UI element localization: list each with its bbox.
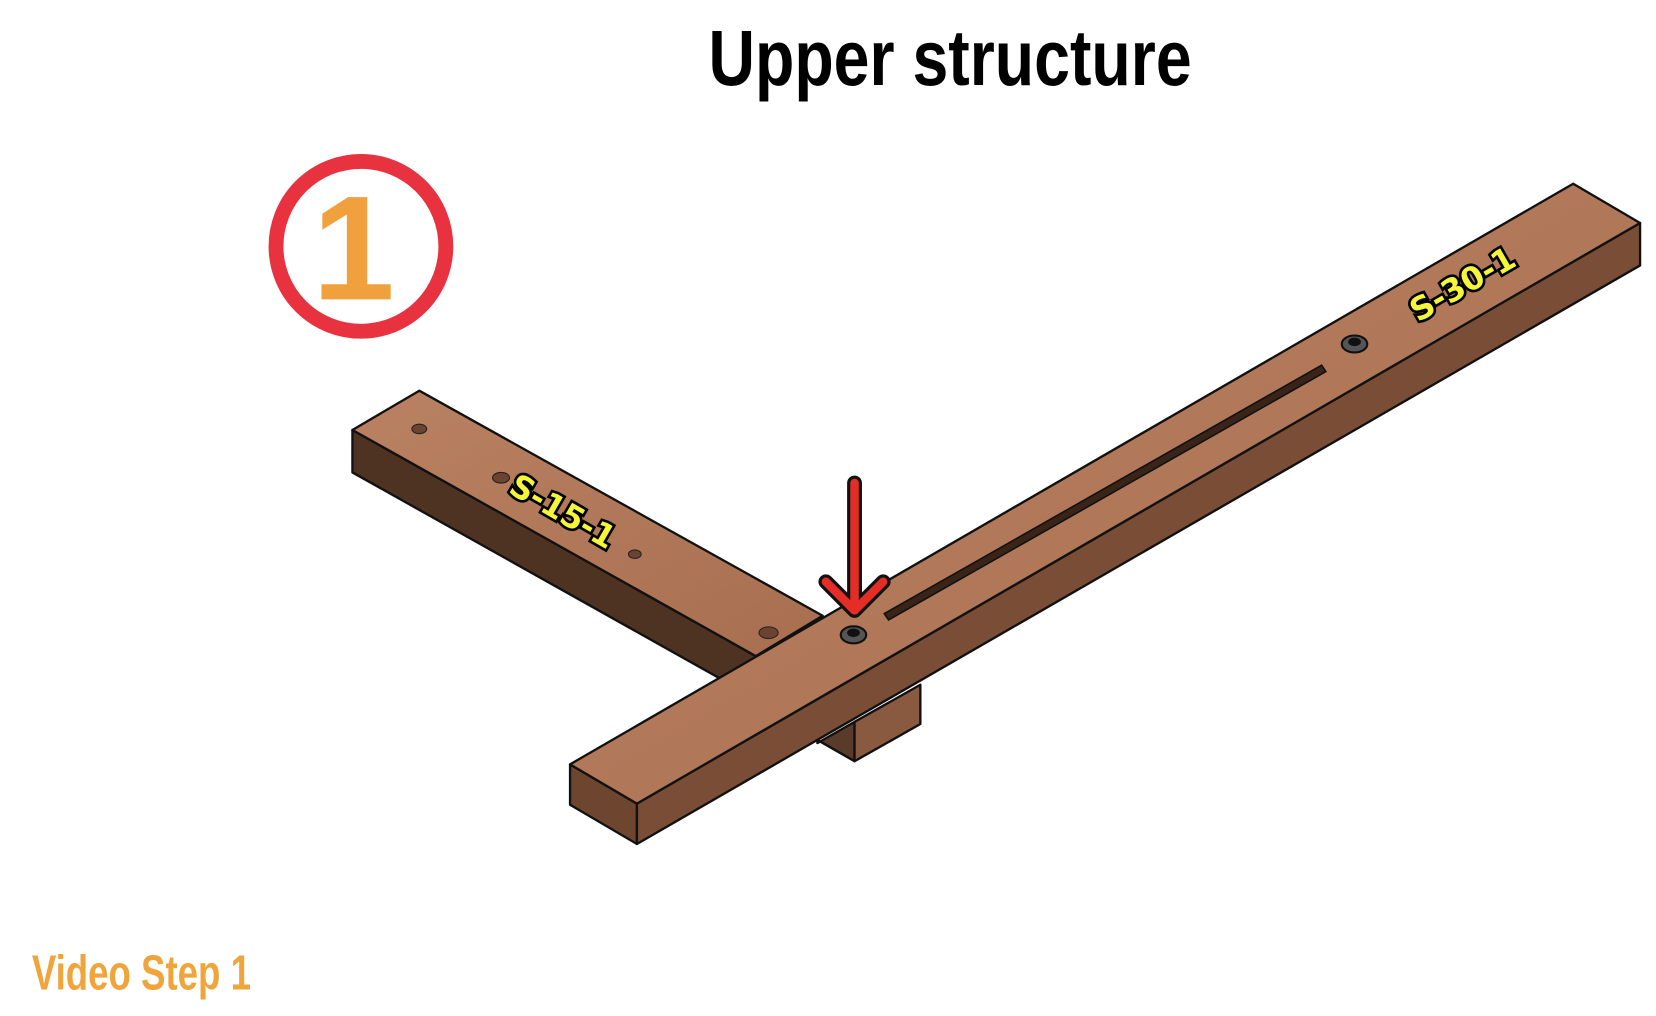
badge-ring (268, 153, 454, 339)
long-beam-s-30-1: S-30-1 (568, 182, 1642, 846)
down-arrow-icon (818, 475, 891, 618)
bolt-hole (627, 549, 642, 559)
bolt-hole (758, 626, 779, 640)
step-number-badge: 1 (268, 153, 454, 339)
step-number: 1 (312, 165, 395, 331)
support-block (816, 683, 922, 763)
bolt-hole (411, 423, 428, 435)
long-beam-side-face (635, 221, 1642, 846)
video-step-label: Video Step 1 (32, 946, 251, 1000)
screw-head (1340, 334, 1369, 354)
slot (883, 364, 1327, 622)
short-beam-top-face (351, 389, 824, 658)
block-front (853, 683, 922, 763)
page-title: Upper structure (708, 15, 1191, 102)
screw-head (839, 625, 868, 645)
short-beam-s-15-1: S-15-1 (351, 389, 824, 700)
bolt-hole (492, 471, 511, 484)
